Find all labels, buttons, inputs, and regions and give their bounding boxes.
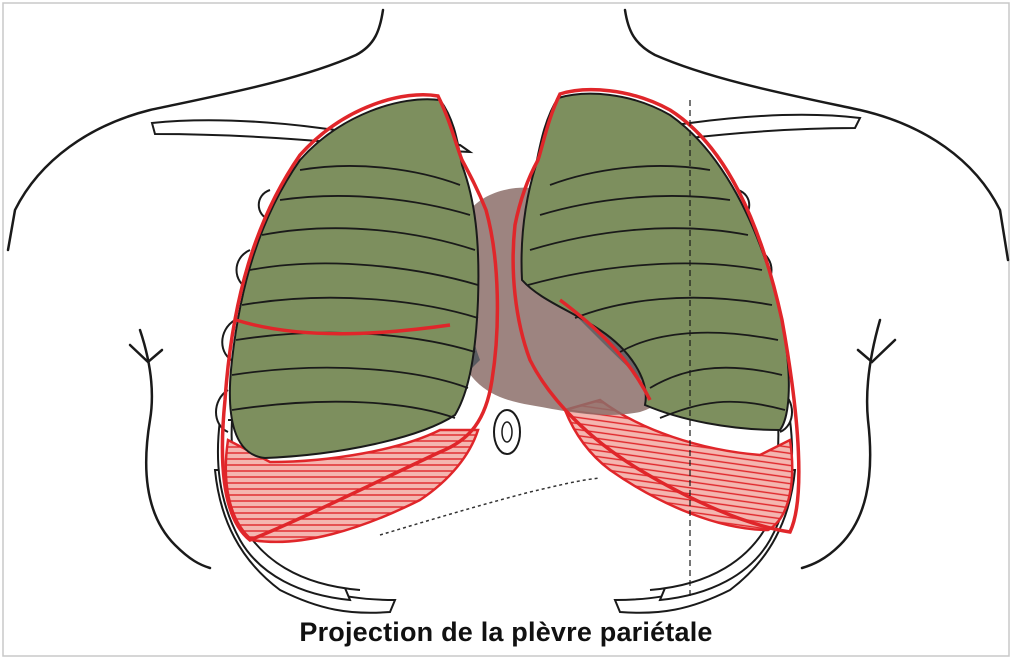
clavicles	[152, 115, 860, 152]
right-lung-left-side	[230, 99, 479, 458]
figure-caption: Projection de la plèvre pariétale	[0, 617, 1012, 648]
xiphoid-process	[494, 410, 520, 454]
